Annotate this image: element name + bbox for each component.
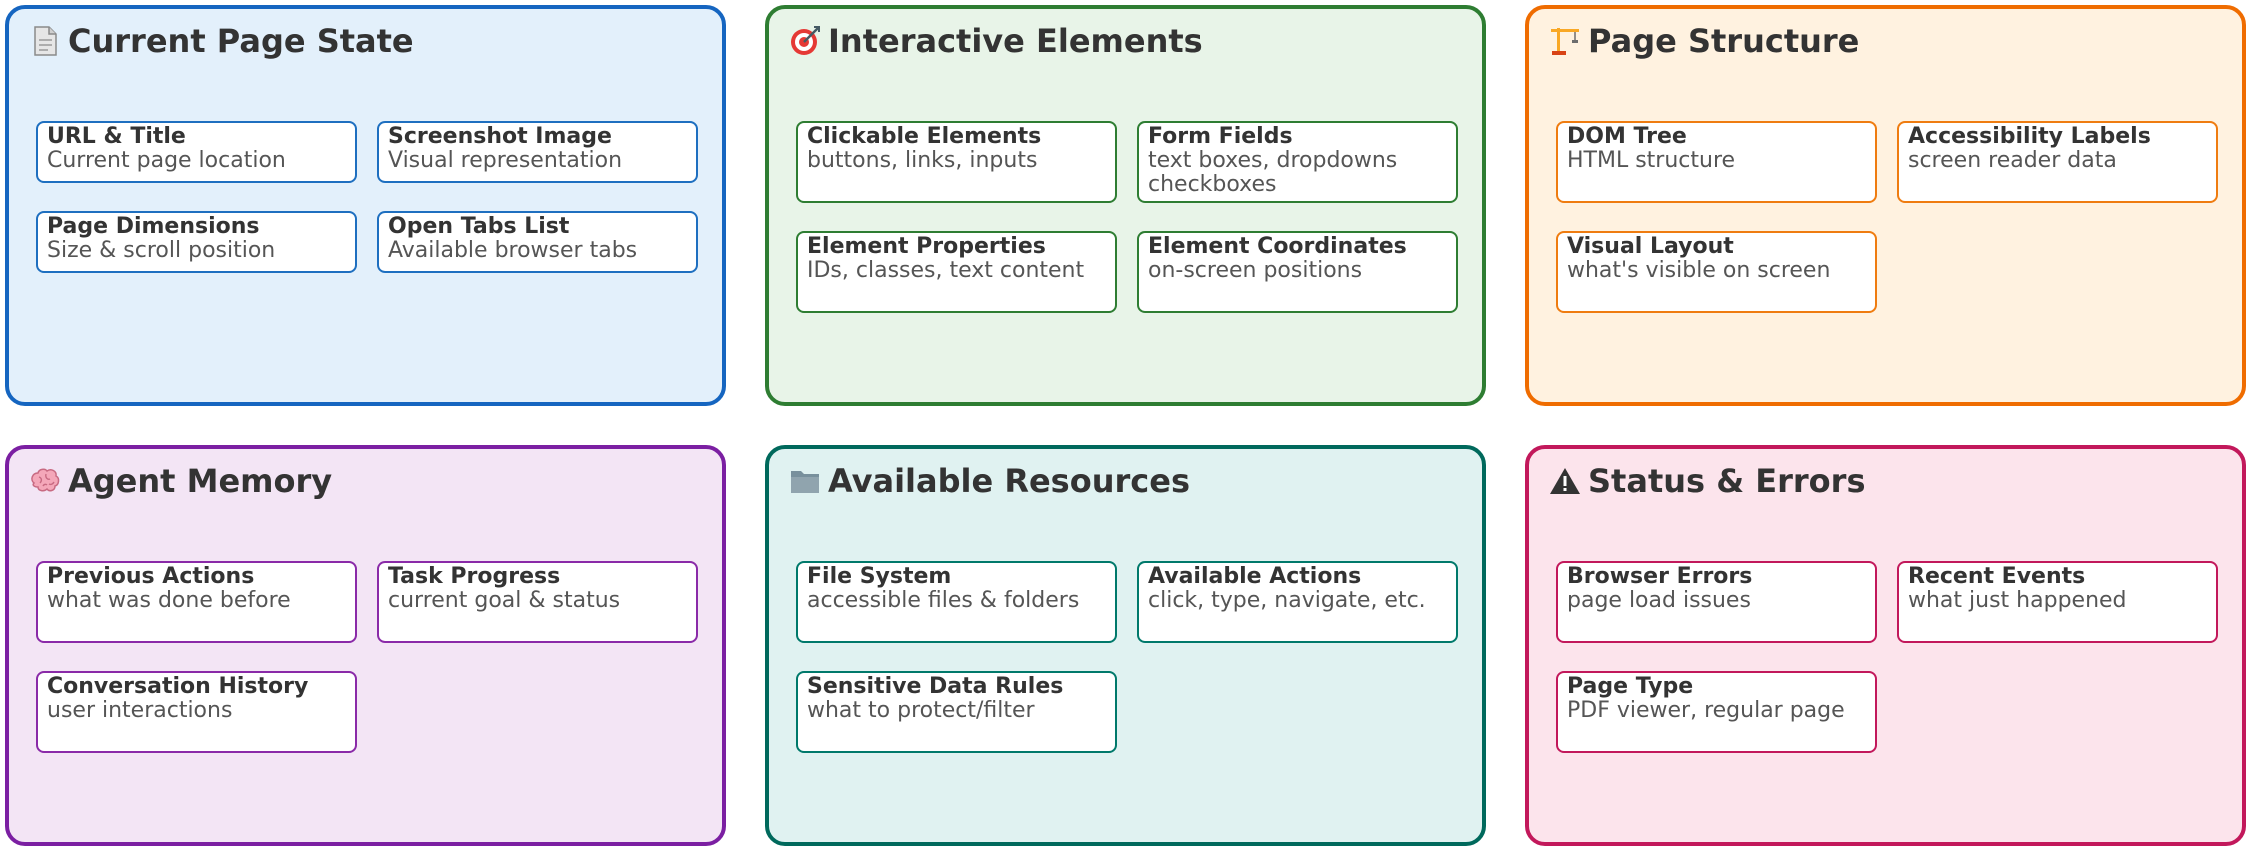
card-description: PDF viewer, regular page [1567, 698, 1845, 723]
card-title: DOM Tree [1567, 124, 1687, 149]
card-description: text boxes, dropdowns checkboxes [1148, 148, 1398, 197]
card-title: Sensitive Data Rules [807, 674, 1064, 699]
card-title: Element Coordinates [1148, 234, 1407, 259]
panel-title: Page Structure [1588, 22, 1860, 60]
card-description: current goal & status [388, 588, 621, 613]
card-description: user interactions [47, 698, 233, 723]
card-title: Conversation History [47, 674, 309, 699]
brain-icon [28, 464, 62, 498]
card-title: Previous Actions [47, 564, 255, 589]
card-title: Browser Errors [1567, 564, 1753, 589]
card-title: Form Fields [1148, 124, 1293, 149]
card-title: Task Progress [388, 564, 561, 589]
card-description: what to protect/filter [807, 698, 1035, 723]
construction-crane-icon [1548, 24, 1582, 58]
card-description: Current page location [47, 148, 286, 173]
card-description: what just happened [1908, 588, 2127, 613]
card-title: Available Actions [1148, 564, 1362, 589]
card-description: page load issues [1567, 588, 1751, 613]
card-title: Recent Events [1908, 564, 2086, 589]
card-description: Size & scroll position [47, 238, 276, 263]
panel-title: Interactive Elements [828, 22, 1203, 60]
page-icon [28, 24, 62, 58]
card-description: Visual representation [388, 148, 623, 173]
card-title: Accessibility Labels [1908, 124, 2151, 149]
card-description: what's visible on screen [1567, 258, 1831, 283]
card-description: on-screen positions [1148, 258, 1363, 283]
card-title: URL & Title [47, 124, 186, 149]
card-description: IDs, classes, text content [807, 258, 1085, 283]
card-description: buttons, links, inputs [807, 148, 1038, 173]
card-title: Page Type [1567, 674, 1694, 699]
card-title: Visual Layout [1567, 234, 1734, 259]
panel-title: Agent Memory [68, 462, 333, 500]
folder-icon [788, 464, 822, 498]
card-description: accessible files & folders [807, 588, 1080, 613]
card-description: screen reader data [1908, 148, 2117, 173]
card-title: File System [807, 564, 952, 589]
card-title: Clickable Elements [807, 124, 1042, 149]
card-description: Available browser tabs [388, 238, 638, 263]
warning-icon [1548, 464, 1582, 498]
target-icon [788, 24, 822, 58]
card-title: Element Properties [807, 234, 1046, 259]
card-title: Screenshot Image [388, 124, 612, 149]
panel-title: Status & Errors [1588, 462, 1866, 500]
panel-title: Current Page State [68, 22, 414, 60]
card-title: Open Tabs List [388, 214, 570, 239]
card-description: click, type, navigate, etc. [1148, 588, 1426, 613]
panel-title: Available Resources [828, 462, 1190, 500]
card-title: Page Dimensions [47, 214, 260, 239]
card-description: HTML structure [1567, 148, 1736, 173]
card-description: what was done before [47, 588, 291, 613]
